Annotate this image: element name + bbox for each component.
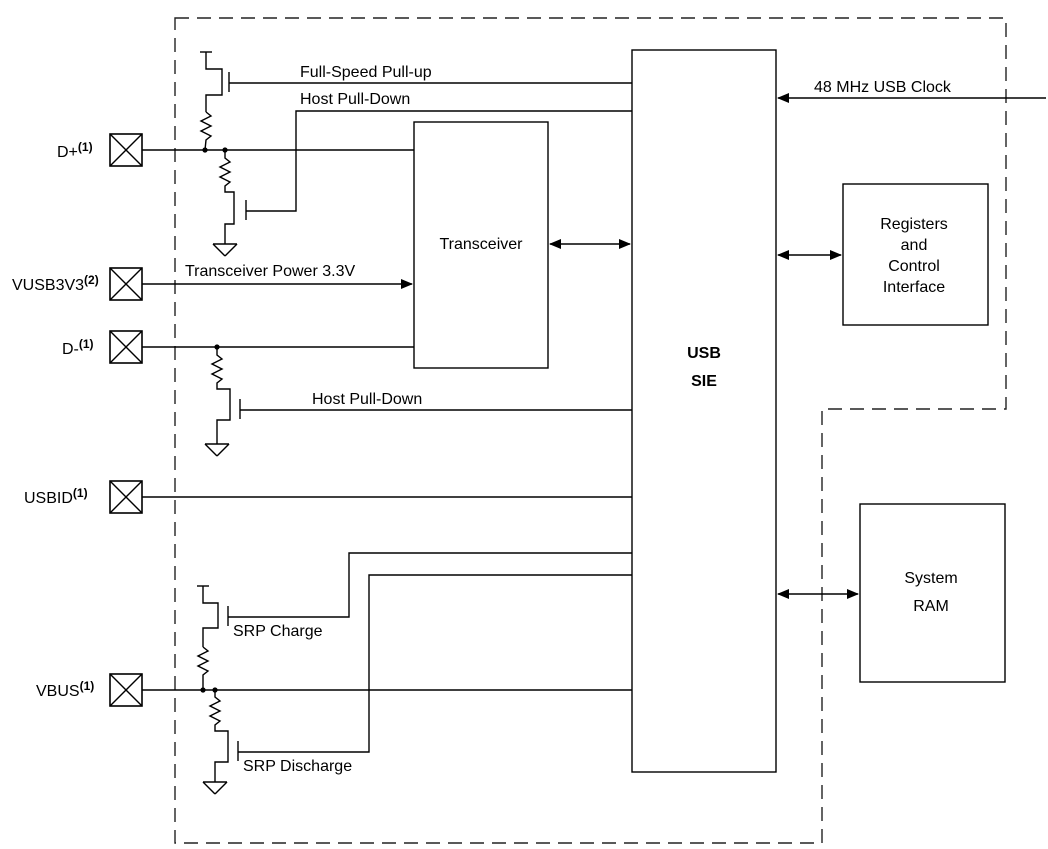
usb-sie-label-1: USB (687, 345, 721, 362)
srp-charge-label: SRP Charge (233, 623, 323, 640)
pin-vusb3v3: VUSB3V3(2) (12, 267, 143, 301)
dplus-circuit (142, 51, 632, 257)
registers-label-2: and (901, 237, 928, 254)
host-pulldown-dplus-label: Host Pull-Down (300, 91, 410, 108)
transceiver-power-label: Transceiver Power 3.3V (185, 263, 355, 280)
srp-discharge-label: SRP Discharge (243, 758, 352, 775)
registers-label-3: Control (888, 258, 940, 275)
transceiver-block: Transceiver (413, 121, 549, 369)
dminus-circuit (142, 344, 632, 457)
registers-block: Registers and Control Interface (842, 183, 989, 326)
pin-dminus: D-(1) (62, 330, 143, 364)
pin-usbid: USBID(1) (24, 480, 143, 514)
system-ram-label-1: System (904, 570, 957, 587)
pin-vbus-label: VBUS(1) (36, 679, 94, 700)
full-speed-pullup-label: Full-Speed Pull-up (300, 64, 432, 81)
pin-dplus-label: D+(1) (57, 140, 93, 161)
pin-dminus-label: D-(1) (62, 337, 94, 358)
pin-vusb3v3-label: VUSB3V3(2) (12, 273, 99, 294)
system-ram-block: System RAM (859, 503, 1006, 683)
pin-dplus: D+(1) (57, 133, 143, 167)
transceiver-label: Transceiver (440, 236, 524, 253)
registers-label-1: Registers (880, 216, 948, 233)
usb-sie-label-2: SIE (691, 373, 717, 390)
registers-label-4: Interface (883, 279, 945, 296)
vbus-circuit (142, 552, 632, 795)
system-ram-label-2: RAM (913, 598, 949, 615)
pin-usbid-label: USBID(1) (24, 486, 88, 507)
host-pulldown-dminus-label: Host Pull-Down (312, 391, 422, 408)
clock-label: 48 MHz USB Clock (814, 79, 952, 96)
usb-sie-block: USB SIE (631, 49, 777, 773)
module-boundary (174, 17, 1007, 844)
pin-vbus: VBUS(1) (36, 673, 143, 707)
